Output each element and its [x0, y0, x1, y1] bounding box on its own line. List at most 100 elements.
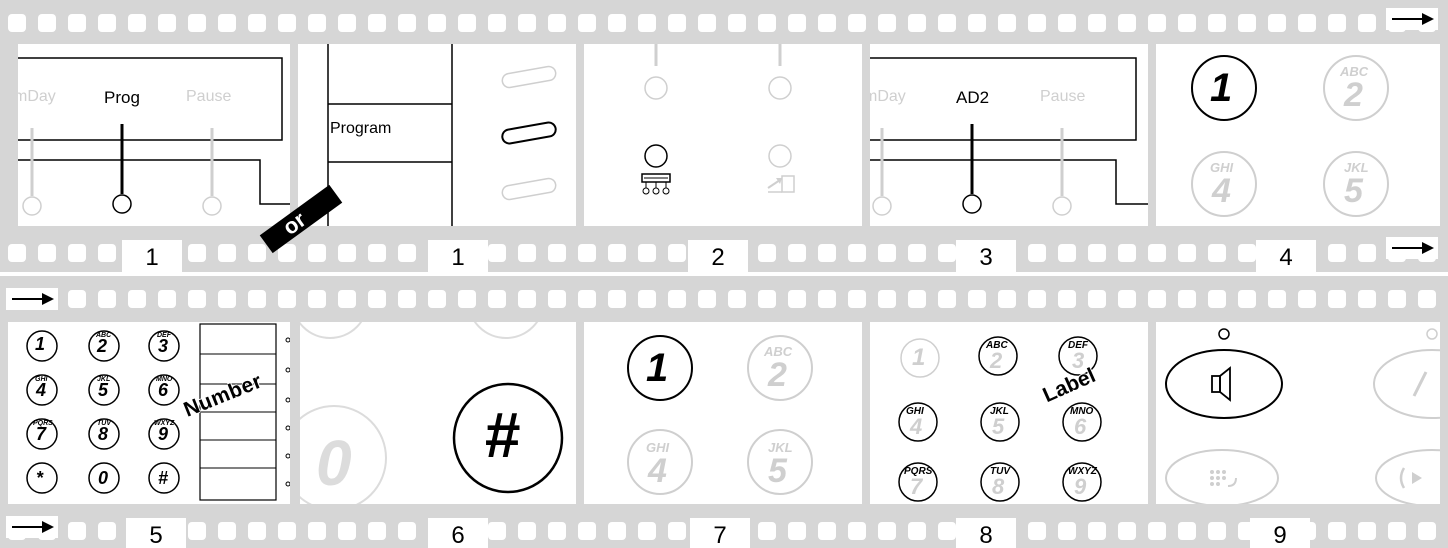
- sprocket-hole: [848, 522, 866, 540]
- key-1[interactable]: 1: [1210, 66, 1232, 111]
- key-2[interactable]: 2: [1344, 76, 1363, 115]
- sprocket-hole: [338, 14, 356, 32]
- key-3[interactable]: 3: [158, 336, 168, 357]
- key-9[interactable]: 9: [158, 424, 168, 445]
- step-number: 9: [1250, 518, 1310, 548]
- sprocket-hole: [638, 290, 656, 308]
- sprocket-hole: [758, 244, 776, 262]
- sprocket-holes-top: [0, 6, 1448, 42]
- program-key-label[interactable]: Program: [330, 120, 391, 138]
- transfer-icon: [768, 176, 794, 192]
- key-6[interactable]: 6: [1074, 414, 1086, 440]
- softkey-label-prog[interactable]: Prog: [104, 88, 140, 108]
- sprocket-hole: [518, 244, 536, 262]
- sprocket-hole: [398, 522, 416, 540]
- sprocket-hole: [968, 14, 986, 32]
- key-5[interactable]: 5: [98, 380, 108, 401]
- key-2[interactable]: 2: [768, 356, 787, 395]
- sprocket-hole: [818, 522, 836, 540]
- key-5[interactable]: 5: [1344, 172, 1363, 211]
- program-key-icon: [501, 65, 557, 200]
- sprocket-hole: [428, 14, 446, 32]
- sprocket-hole: [818, 14, 836, 32]
- key-7[interactable]: 7: [910, 474, 922, 500]
- key-7[interactable]: 7: [36, 424, 46, 445]
- key-0[interactable]: 0: [98, 468, 108, 489]
- sprocket-hole: [1268, 14, 1286, 32]
- sprocket-hole: [968, 290, 986, 308]
- sprocket-hole: [1328, 14, 1346, 32]
- sprocket-hole: [1058, 290, 1076, 308]
- key-1[interactable]: 1: [912, 344, 925, 372]
- sprocket-hole: [1088, 14, 1106, 32]
- sprocket-hole: [398, 290, 416, 308]
- key-9[interactable]: 9: [1074, 474, 1086, 500]
- frame-conference: [584, 44, 862, 226]
- sprocket-hole: [1208, 14, 1226, 32]
- sprocket-hole: [788, 290, 806, 308]
- sprocket-hole: [278, 290, 296, 308]
- step-number: 7: [690, 518, 750, 548]
- sprocket-hole: [1118, 14, 1136, 32]
- sprocket-hole: [1148, 14, 1166, 32]
- arrow-right-icon: [6, 516, 58, 538]
- key-1[interactable]: 1: [35, 334, 45, 355]
- key-5[interactable]: 5: [992, 414, 1004, 440]
- step-number: 8: [956, 518, 1016, 548]
- sprocket-hole: [68, 522, 86, 540]
- sprocket-hole: [818, 244, 836, 262]
- key-star[interactable]: *: [36, 468, 43, 489]
- key-4[interactable]: 4: [36, 380, 46, 401]
- sprocket-hole: [518, 522, 536, 540]
- key-6[interactable]: 6: [158, 380, 168, 401]
- key-hash[interactable]: #: [484, 398, 520, 472]
- key-2[interactable]: 2: [97, 336, 107, 357]
- softkey-label-left: mDay: [18, 88, 56, 106]
- sprocket-hole: [218, 14, 236, 32]
- sprocket-hole: [1058, 244, 1076, 262]
- frame-keypad-2: 1 ABC 2 GHI 4 JKL 5: [584, 322, 862, 504]
- sprocket-hole: [1208, 290, 1226, 308]
- frame-keypad-1: 1 ABC 2 GHI 4 JKL 5: [1156, 44, 1440, 226]
- sprocket-hole: [1388, 290, 1406, 308]
- sprocket-hole: [68, 244, 86, 262]
- sprocket-hole: [1388, 522, 1406, 540]
- step-number: 4: [1256, 240, 1316, 272]
- sprocket-hole: [458, 14, 476, 32]
- sprocket-hole: [1148, 244, 1166, 262]
- key-8[interactable]: 8: [992, 474, 1004, 500]
- sprocket-hole: [278, 14, 296, 32]
- sprocket-hole: [908, 14, 926, 32]
- softkey-label-left: mDay: [870, 88, 906, 106]
- step-number: 3: [956, 240, 1016, 272]
- key-2[interactable]: 2: [990, 348, 1002, 374]
- sprocket-hole: [668, 522, 686, 540]
- sprocket-hole: [1238, 290, 1256, 308]
- sprocket-hole: [578, 14, 596, 32]
- key-0[interactable]: 0: [316, 426, 352, 500]
- sprocket-hole: [38, 14, 56, 32]
- sprocket-hole: [758, 290, 776, 308]
- softkey-label-ad2[interactable]: AD2: [956, 88, 989, 108]
- sprocket-hole: [218, 244, 236, 262]
- sprocket-hole: [368, 14, 386, 32]
- key-4[interactable]: 4: [1212, 172, 1231, 211]
- redial-icon: [1210, 470, 1236, 486]
- key-hash[interactable]: #: [158, 468, 168, 489]
- sprocket-hole: [1148, 522, 1166, 540]
- frame-keypad-label: 1 ABC 2 DEF 3 GHI 4 JKL 5 MNO 6 PQRS 7 T…: [870, 322, 1148, 504]
- sprocket-hole: [818, 290, 836, 308]
- key-4[interactable]: 4: [648, 452, 667, 491]
- sprocket-hole: [1208, 522, 1226, 540]
- sprocket-hole: [488, 244, 506, 262]
- key-4[interactable]: 4: [910, 414, 922, 440]
- arrow-right-icon: [6, 288, 58, 310]
- key-5[interactable]: 5: [768, 452, 787, 491]
- sprocket-hole: [98, 290, 116, 308]
- sprocket-hole: [698, 290, 716, 308]
- softkey-label-right: Pause: [186, 88, 231, 106]
- key-8[interactable]: 8: [98, 424, 108, 445]
- sprocket-holes-top: [0, 282, 1448, 318]
- sprocket-hole: [188, 244, 206, 262]
- key-1[interactable]: 1: [646, 346, 668, 391]
